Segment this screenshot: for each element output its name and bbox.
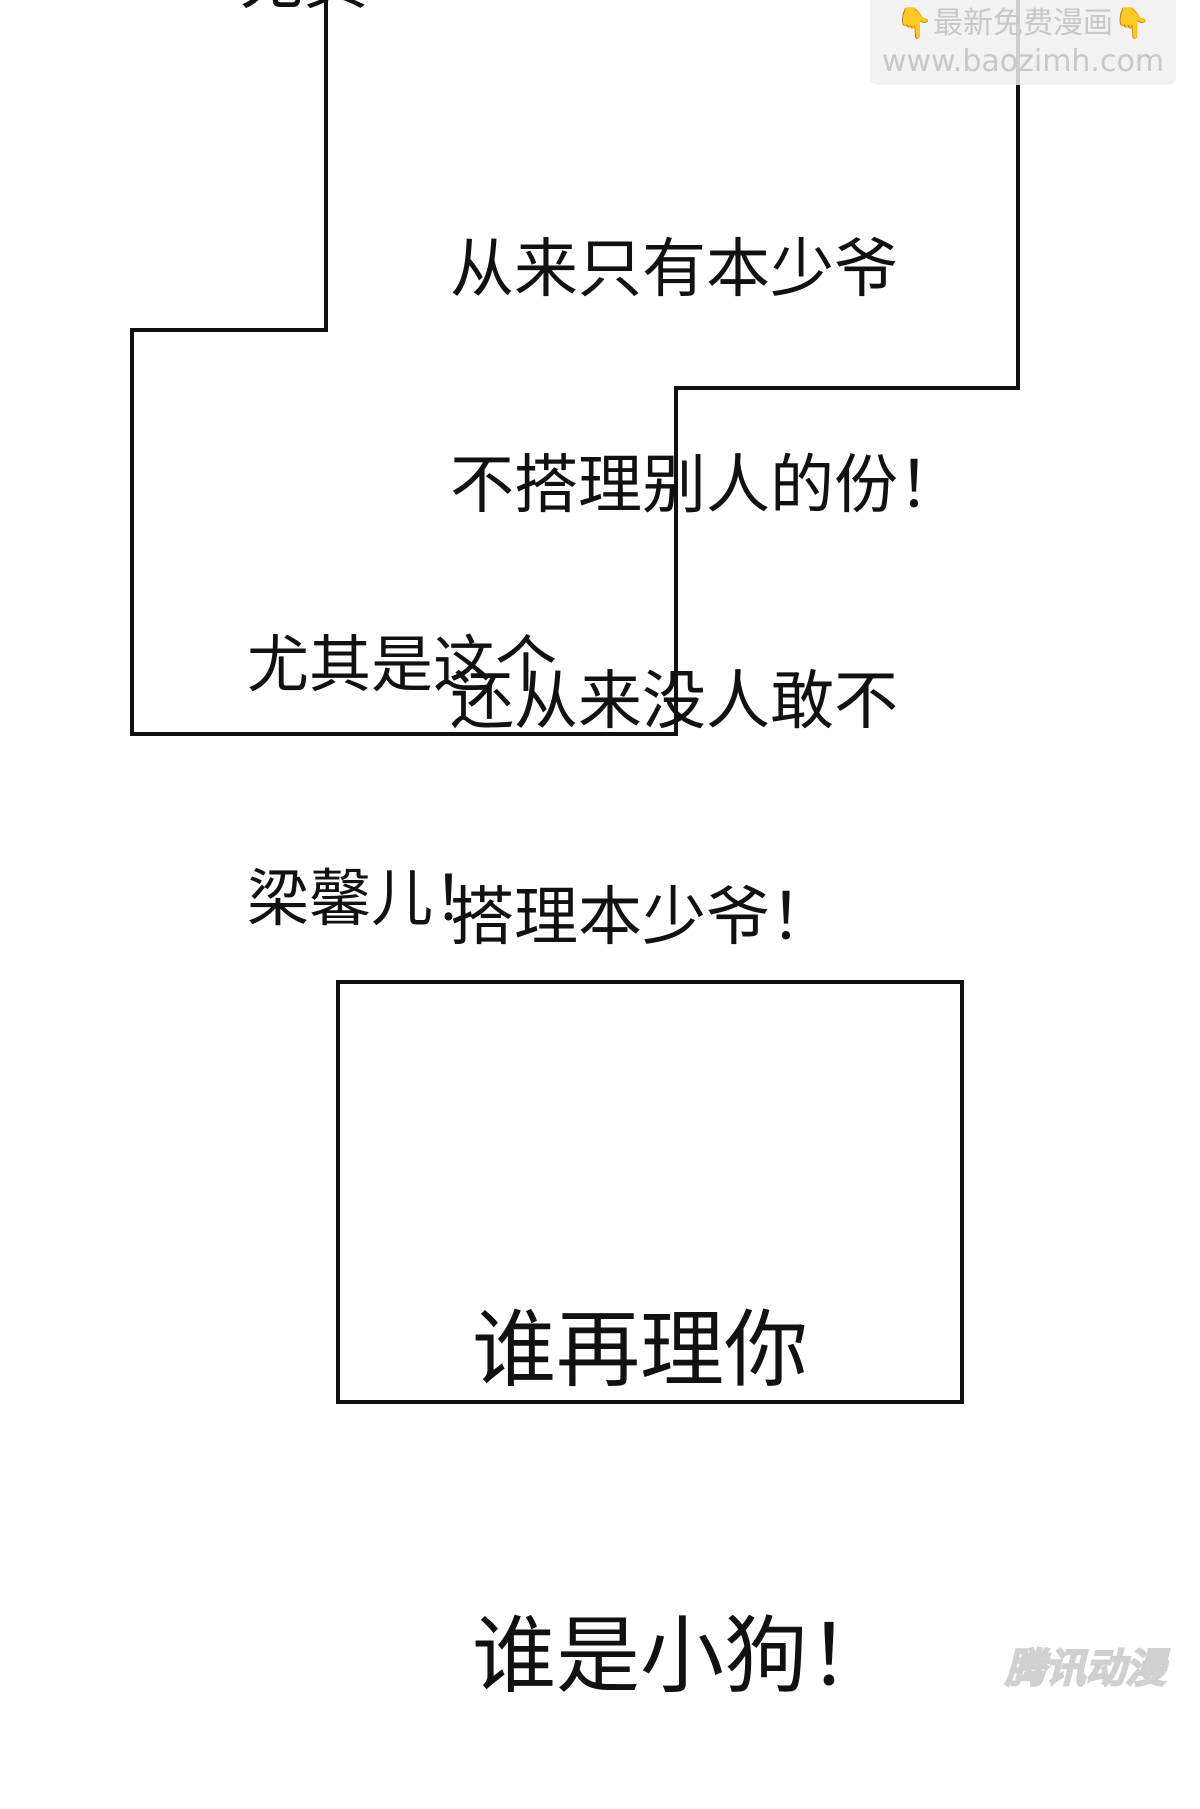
box-border <box>324 0 328 332</box>
caption-line: 谁再理你 <box>472 1301 809 1399</box>
caption-text-3: 谁再理你 谁是小狗！ <box>472 1095 892 1809</box>
caption-line: 从来只有本少爷 <box>450 233 898 307</box>
box-border <box>674 386 678 736</box>
caption-line: 尤其是这个 <box>247 628 558 701</box>
caption-box-3 <box>336 980 964 1404</box>
watermark-url: www.baozimh.com <box>881 44 1165 79</box>
pointing-hand-icon: 👇 <box>1113 6 1151 41</box>
caption-line: 搭理本少爷！ <box>450 881 834 955</box>
box-border <box>674 386 1020 390</box>
box-border <box>130 732 678 736</box>
caption-line: 谁是小狗！ <box>472 1607 893 1705</box>
tencent-comic-logo: 腾讯动漫 <box>1005 1645 1167 1693</box>
pointing-hand-icon: 👇 <box>895 6 933 41</box>
site-watermark: 👇最新免费漫画👇 www.baozimh.com <box>870 0 1176 85</box>
caption-line: 梁馨儿！ <box>247 862 496 935</box>
caption-text-2: 尤其是这个 梁馨儿！ <box>247 470 557 1094</box>
caption-line: 不搭理别人的份！ <box>450 449 962 523</box>
box-border <box>130 328 134 736</box>
box-border <box>130 328 328 332</box>
watermark-title: 最新免费漫画 <box>933 6 1113 41</box>
partial-caption-text: 尤其 <box>240 0 368 21</box>
caption-text-1: 从来只有本少爷 不搭理别人的份！ 还从来没人敢不 搭理本少爷！ <box>450 90 962 1098</box>
box-border <box>1016 0 1020 390</box>
